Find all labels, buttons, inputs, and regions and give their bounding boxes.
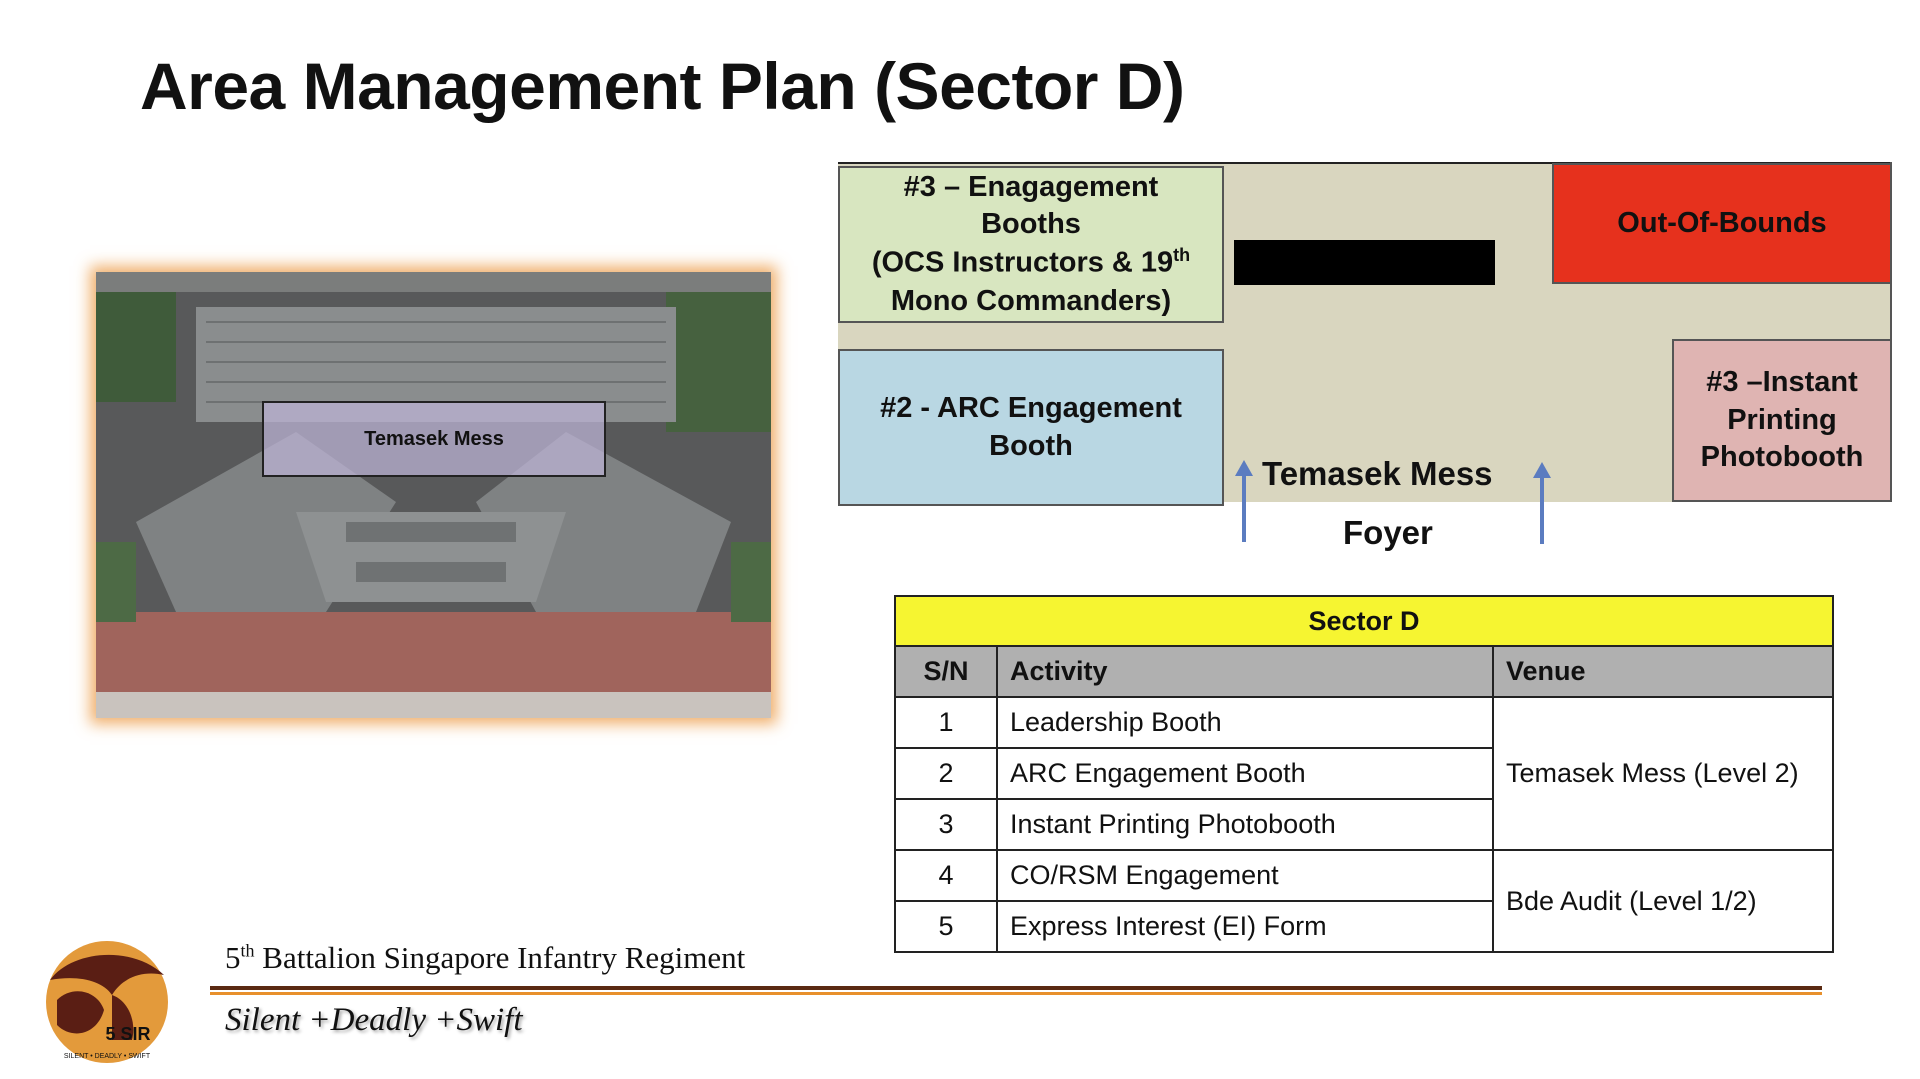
entrance-arrow-right-icon	[1533, 462, 1551, 544]
zone-photobooth-line1: #3 –Instant	[1706, 365, 1858, 398]
photo-label-temasek-mess: Temasek Mess	[262, 401, 606, 477]
table-caption: Sector D	[894, 595, 1834, 647]
table-row: 1 Leadership Booth Temasek Mess (Level 2…	[894, 696, 1834, 851]
table-row: 4 CO/RSM Engagement Bde Audit (Level 1/2…	[894, 849, 1834, 953]
cell-venue: Temasek Mess (Level 2)	[1492, 696, 1834, 851]
cell-activity: CO/RSM Engagement	[996, 849, 1494, 902]
zone-engagement-booths: #3 – Enagagement Booths (OCS Instructors…	[838, 166, 1224, 323]
aerial-photo	[96, 272, 771, 718]
battalion-text: Battalion Singapore Infantry Regiment	[254, 940, 746, 975]
zone-arc-line1: #2 - ARC Engagement	[880, 391, 1182, 424]
plan-label-temasek-mess: Temasek Mess	[1262, 455, 1493, 492]
zone-booths-sup: th	[1173, 245, 1191, 266]
cell-activity: ARC Engagement Booth	[996, 747, 1494, 800]
zone-out-of-bounds: Out-Of-Bounds	[1552, 163, 1892, 284]
logo-text: 5 SIR	[105, 1024, 150, 1044]
cell-activity: Express Interest (EI) Form	[996, 900, 1494, 953]
zone-arc-line2: Booth	[989, 429, 1073, 462]
cell-sn: 2	[894, 747, 998, 800]
zone-instant-photobooth: #3 –Instant Printing Photobooth	[1672, 339, 1892, 502]
zone-photobooth-line2: Printing	[1727, 403, 1837, 436]
zone-booths-line2: (OCS Instructors & 19	[871, 246, 1174, 279]
logo-ring-text: SILENT • DEADLY • SWIFT	[64, 1053, 151, 1060]
cell-sn: 5	[894, 900, 998, 953]
footer-divider	[210, 986, 1822, 990]
battalion-sup: th	[240, 940, 255, 961]
plan-label-foyer: Foyer	[1343, 514, 1433, 551]
entrance-arrow-left-icon	[1235, 460, 1253, 542]
cell-sn: 4	[894, 849, 998, 902]
battalion-motto: Silent +Deadly +Swift	[225, 1002, 523, 1038]
footer-divider-accent	[210, 992, 1822, 995]
zone-arc-engagement-booth: #2 - ARC Engagement Booth	[838, 349, 1224, 506]
cell-sn: 3	[894, 798, 998, 851]
sector-table: Sector D S/N Activity Venue 1 Leadership…	[894, 595, 1834, 953]
battalion-logo: 5 SIR SILENT • DEADLY • SWIFT	[42, 940, 172, 1065]
cell-venue: Bde Audit (Level 1/2)	[1492, 849, 1834, 953]
battalion-number: 5	[225, 940, 241, 975]
header-sn: S/N	[894, 645, 998, 698]
floor-plan-edge	[1890, 162, 1892, 502]
header-activity: Activity	[996, 645, 1494, 698]
zone-booths-line1: #3 – Enagagement Booths	[903, 170, 1159, 241]
cell-activity: Leadership Booth	[996, 696, 1494, 749]
redacted-block	[1234, 240, 1495, 285]
table-row: 3 Instant Printing Photobooth	[894, 798, 1833, 851]
table-row: 5 Express Interest (EI) Form	[894, 900, 1833, 953]
zone-booths-line3: Mono Commanders)	[890, 284, 1172, 317]
zone-photobooth-line3: Photobooth	[1700, 441, 1864, 474]
cell-activity: Instant Printing Photobooth	[996, 798, 1494, 851]
table-row: 2 ARC Engagement Booth	[894, 747, 1833, 800]
page-title: Area Management Plan (Sector D)	[140, 49, 1185, 123]
cell-sn: 1	[894, 696, 998, 749]
header-venue: Venue	[1492, 645, 1834, 698]
battalion-name: 5th Battalion Singapore Infantry Regimen…	[225, 940, 745, 976]
zone-oob-label: Out-Of-Bounds	[1617, 206, 1827, 239]
